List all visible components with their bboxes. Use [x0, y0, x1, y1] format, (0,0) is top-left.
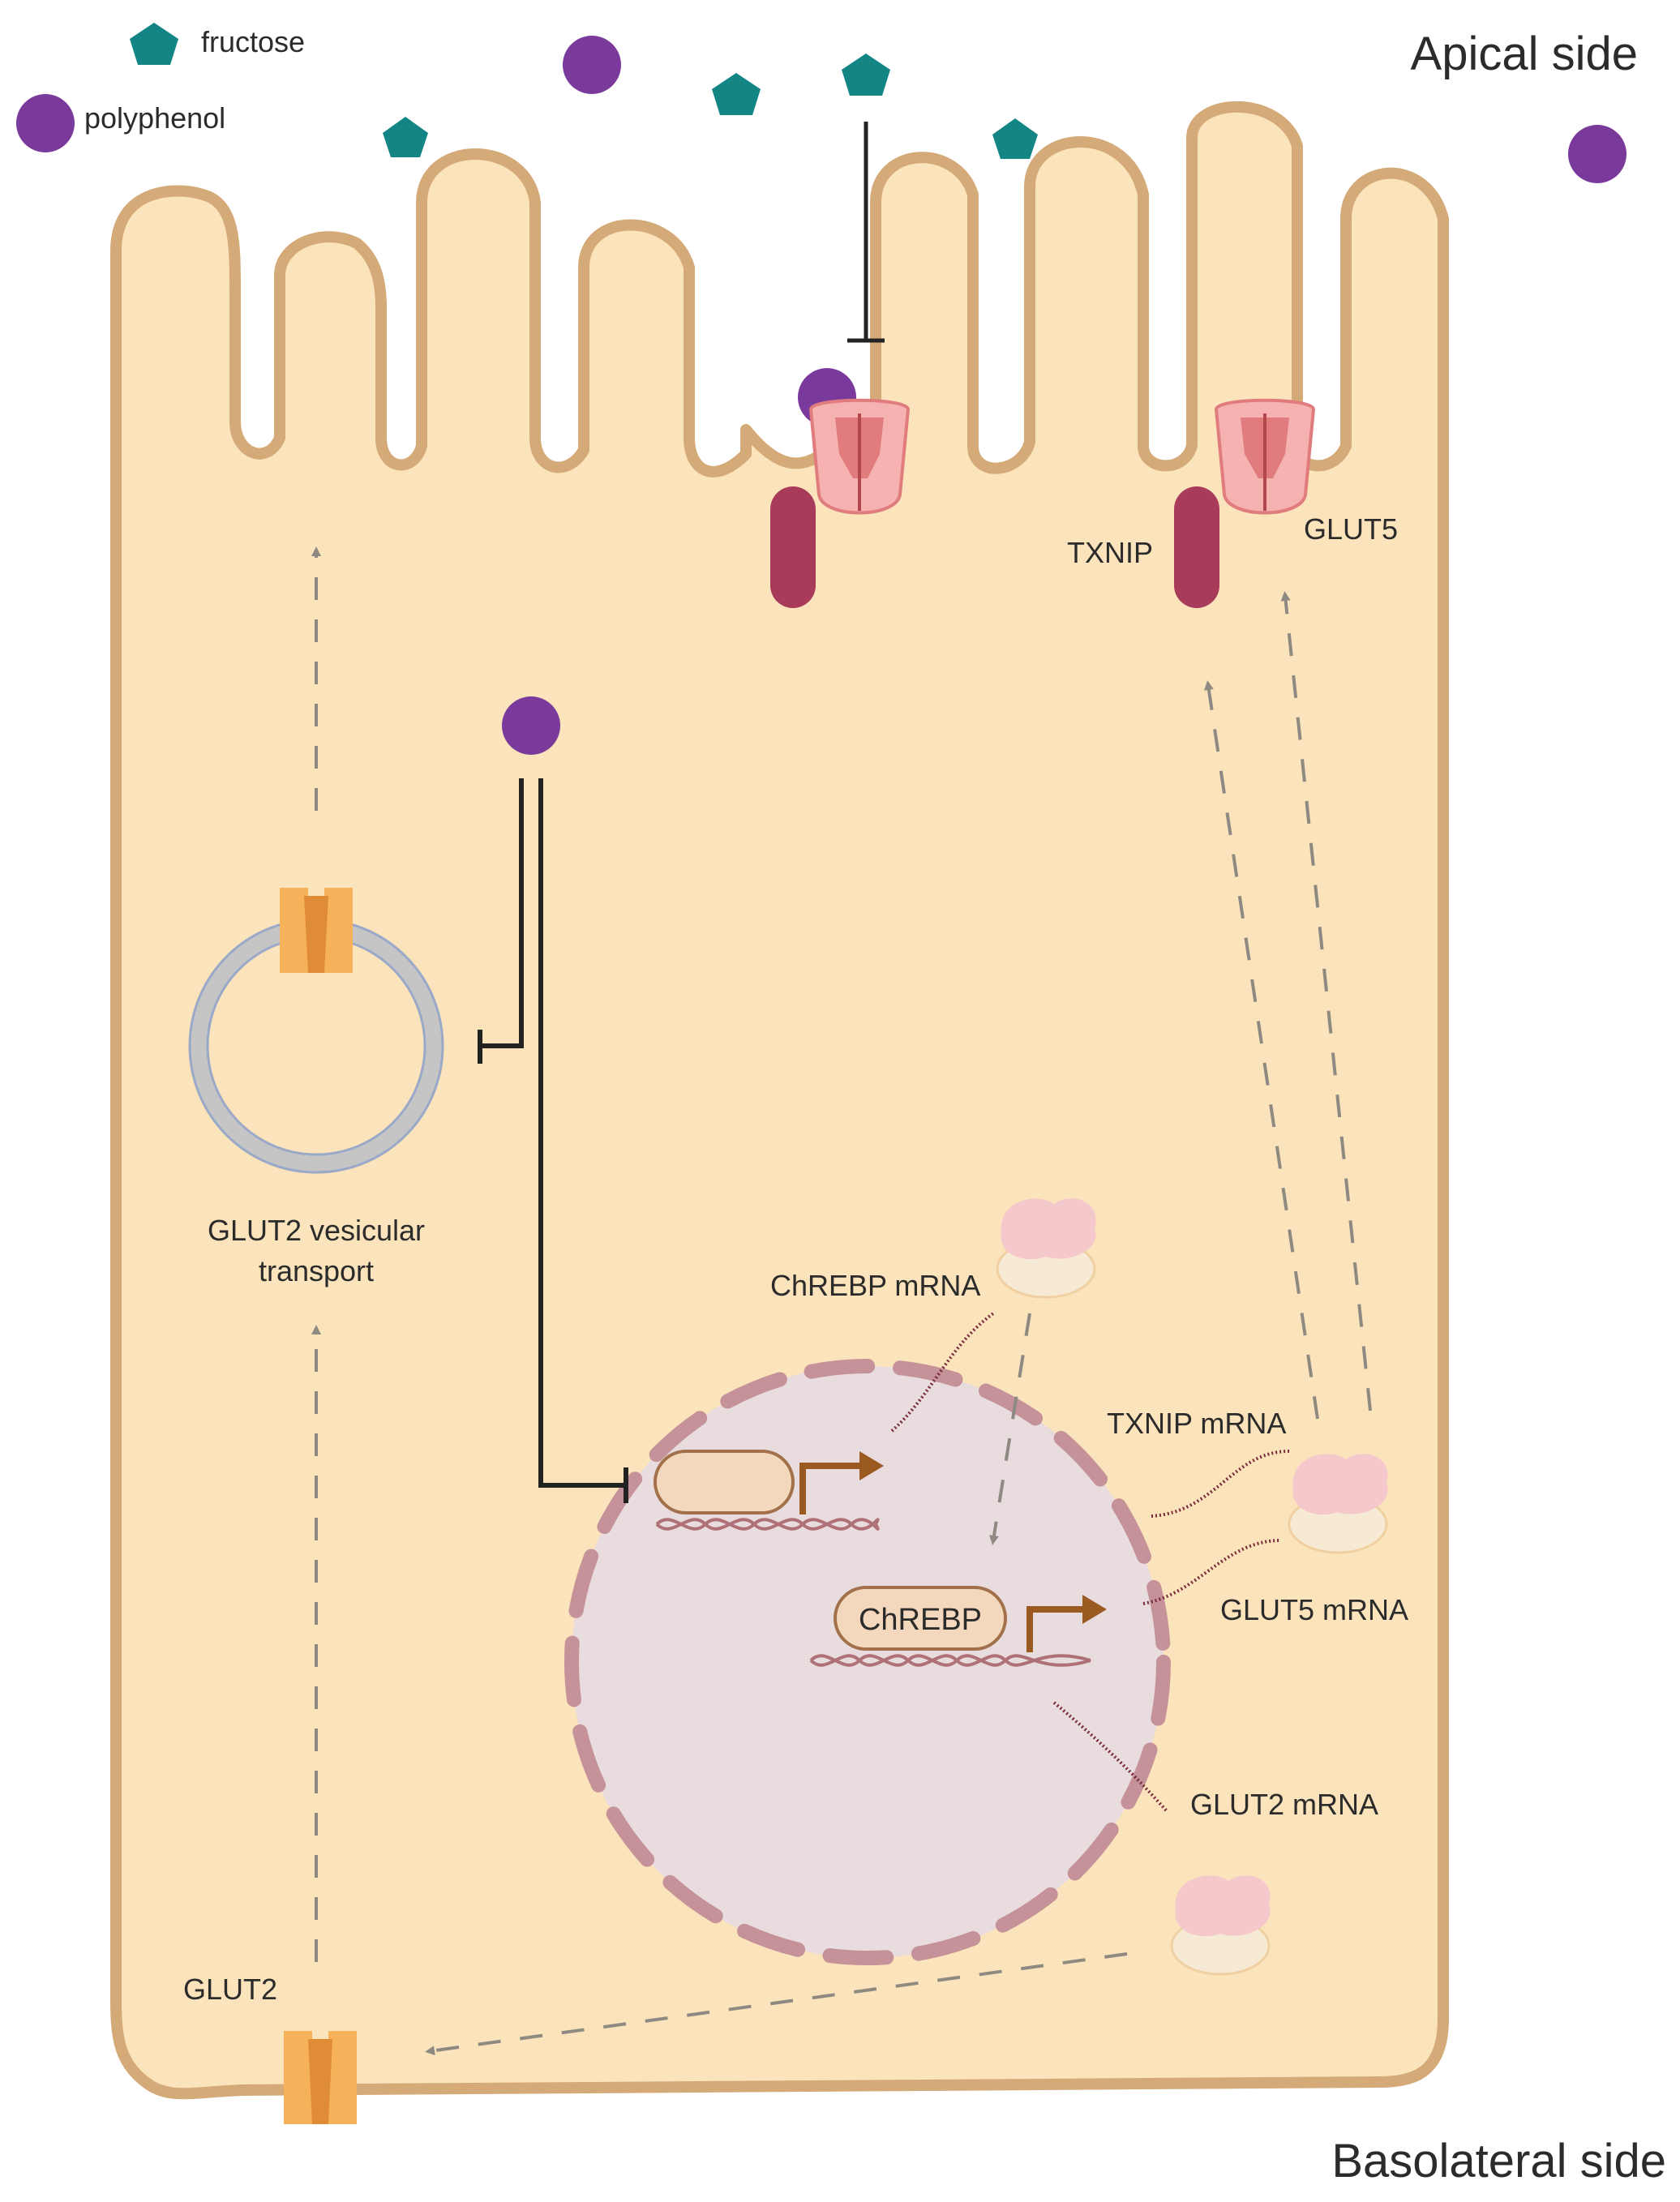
ribosome-bottom — [1170, 1875, 1271, 1976]
inhibition-glut5-apical — [847, 122, 885, 343]
fructose-icon — [842, 54, 890, 96]
txnip-protein — [1174, 486, 1219, 608]
txnip-label: TXNIP — [1067, 536, 1153, 569]
glut5-mrna-label: GLUT5 mRNA — [1220, 1593, 1408, 1626]
glut2-vesicular-label-line1: GLUT2 vesicular — [208, 1214, 425, 1247]
fructose-icon — [712, 73, 761, 115]
glut5-transporter — [1214, 398, 1316, 515]
polyphenol-icon — [1568, 125, 1626, 183]
transcription-factor-pill — [654, 1450, 795, 1514]
fructose-icon — [992, 118, 1038, 159]
dashed-arrows — [311, 546, 1372, 2056]
glut5-label: GLUT5 — [1304, 512, 1398, 546]
nucleus — [564, 1359, 1171, 1965]
fructose-icon — [130, 23, 178, 65]
fructose-molecules — [130, 23, 1038, 159]
glut2-vesicle — [188, 888, 444, 1174]
polyphenol-icon — [563, 36, 621, 94]
polyphenol-icon — [16, 94, 75, 152]
glut2-transporter-vesicle — [280, 888, 353, 973]
legend-fructose-label: fructose — [201, 25, 305, 58]
glut5-transporter-inhibited — [808, 398, 911, 515]
chrebp-mrna-label: ChREBP mRNA — [770, 1269, 980, 1302]
glut2-mrna-label: GLUT2 mRNA — [1190, 1788, 1378, 1821]
gene-chrebp: ChREBP — [809, 1586, 1107, 1667]
ribosome-top — [996, 1198, 1096, 1299]
apical-side-label: Apical side — [1411, 28, 1638, 80]
polyphenol-icon — [502, 696, 560, 755]
glut2-transporter-basolateral — [284, 2031, 357, 2124]
inhibition-lines — [478, 778, 628, 1503]
ribosome-right — [1288, 1454, 1388, 1554]
chrebp-pill — [834, 1586, 1007, 1651]
mrna-strands — [890, 1312, 1290, 1814]
basolateral-side-label: Basolateral side — [1331, 2135, 1666, 2187]
fructose-icon — [383, 117, 428, 157]
chrebp-label: ChREBP — [859, 1603, 982, 1637]
gene-inhibited — [654, 1450, 884, 1531]
glut2-vesicular-label-line2: transport — [259, 1254, 374, 1287]
glut2-label: GLUT2 — [183, 1973, 277, 2006]
txnip-mrna-label: TXNIP mRNA — [1107, 1407, 1286, 1440]
legend-polyphenol-label: polyphenol — [84, 101, 225, 135]
txnip-protein-inhibited — [770, 486, 816, 608]
